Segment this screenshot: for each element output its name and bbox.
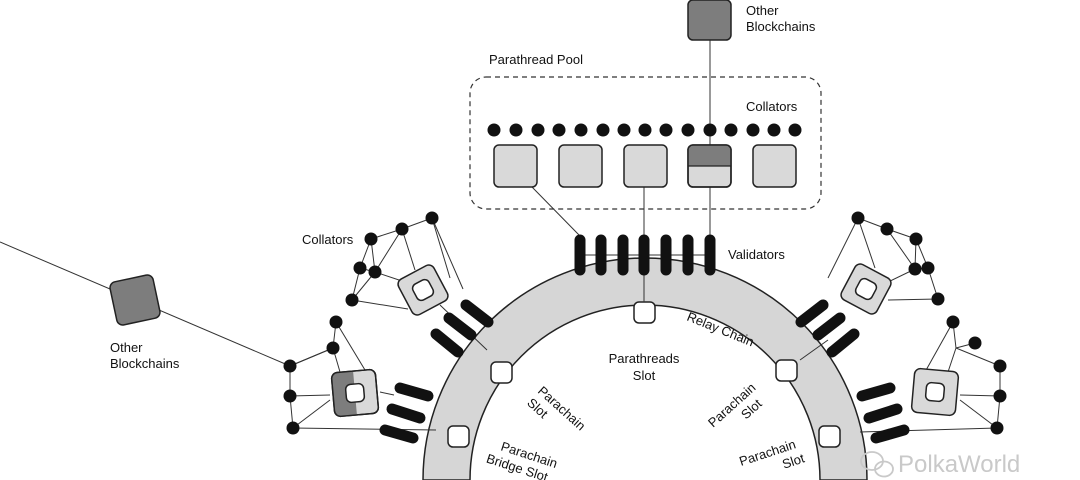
collators-label: Collators: [746, 99, 798, 114]
other-blockchains-label: Blockchains: [110, 356, 180, 371]
validator-nodes: [379, 382, 434, 444]
parachain-cluster-right-lower: [856, 315, 1007, 444]
other-blockchain-block: [109, 274, 161, 326]
relay-slot: [490, 361, 513, 384]
other-blockchains-label: Blockchains: [746, 19, 816, 34]
parathread-pool-boundary: [469, 76, 822, 210]
validator-nodes: [795, 299, 860, 358]
validators-label: Validators: [728, 247, 785, 262]
relay-slot: [447, 425, 470, 448]
other-blockchains-label: Other: [746, 3, 779, 18]
parathread-block: [558, 144, 603, 188]
other-blockchains-label: Other: [110, 340, 143, 355]
pool-collator-nodes: [487, 123, 802, 137]
watermark-text: PolkaWorld: [898, 451, 1020, 478]
parachain-block: [397, 264, 449, 316]
collators-label: Collators: [302, 232, 354, 247]
parachain-block: [840, 263, 892, 315]
parathread-pool: Parathread Pool Collators: [469, 52, 822, 237]
relay-slot: [633, 301, 656, 324]
validator-nodes: [574, 234, 716, 276]
relay-chain: [422, 257, 868, 480]
watermark: PolkaWorld: [860, 451, 1020, 478]
parathread-block: [493, 144, 538, 188]
parathread-block: [623, 144, 668, 188]
parathread-block: [752, 144, 797, 188]
bridge-parachain-block: [330, 368, 380, 418]
parachain-slot-label: Slot: [780, 450, 806, 471]
parachain-cluster-left-lower: Other Blockchains: [0, 241, 437, 444]
validator-nodes: [430, 299, 494, 358]
parachain-block: [910, 367, 960, 417]
parathread-pool-label: Parathread Pool: [489, 52, 583, 67]
relay-slot: [818, 425, 841, 448]
wechat-icon: [860, 451, 894, 478]
validator-nodes: [856, 382, 910, 444]
relay-chain-ring: [422, 257, 868, 480]
parachain-cluster-left-upper: Collators: [302, 211, 494, 358]
parathreads-slot-label: Slot: [633, 368, 656, 383]
parachain-cluster-right-upper: [795, 211, 945, 361]
blockchain-block-icon: [687, 0, 732, 41]
bridge-parathread-block: [687, 144, 732, 188]
validators: Validators: [574, 234, 785, 302]
relay-slot: [775, 359, 798, 382]
parathreads-slot-label: Parathreads: [609, 351, 680, 366]
